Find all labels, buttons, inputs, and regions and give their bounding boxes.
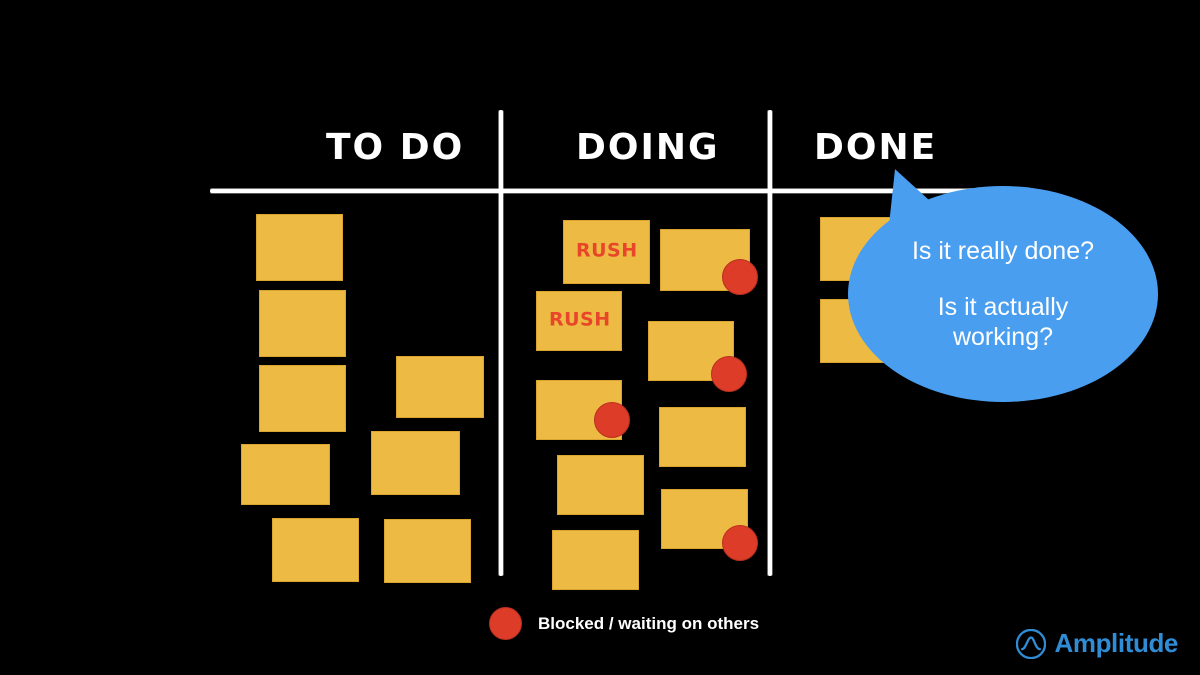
callout-question-2: Is it actually working? <box>937 293 1069 351</box>
sticky-card[interactable] <box>259 290 346 357</box>
rush-label: RUSH <box>576 239 638 262</box>
sticky-card[interactable] <box>259 365 346 432</box>
sticky-card[interactable]: RUSH <box>563 220 650 284</box>
callout-bubble-text: Is it really done? Is it actually workin… <box>848 186 1158 402</box>
column-header-done: DONE <box>814 127 938 168</box>
sticky-card[interactable] <box>396 356 484 418</box>
amplitude-branding: Amplitude <box>1016 628 1178 659</box>
sticky-card[interactable] <box>557 455 644 515</box>
sticky-card[interactable] <box>241 444 330 505</box>
sticky-card[interactable] <box>552 530 639 590</box>
callout-bubble: Is it really done? Is it actually workin… <box>848 186 1158 402</box>
blocked-dot-icon[interactable] <box>711 356 747 392</box>
legend-label: Blocked / waiting on others <box>538 613 760 633</box>
amplitude-logo-icon <box>1016 628 1047 659</box>
sticky-card[interactable] <box>371 431 460 495</box>
blocked-dot-icon[interactable] <box>722 525 758 561</box>
blocked-dot-icon <box>489 607 522 640</box>
board-header-rule <box>210 189 985 193</box>
column-header-todo: TO DO <box>326 127 465 168</box>
blocked-dot-icon[interactable] <box>594 402 630 438</box>
rush-label: RUSH <box>549 308 611 331</box>
sticky-card[interactable] <box>659 407 746 467</box>
amplitude-wordmark: Amplitude <box>1054 628 1178 658</box>
column-header-doing: DOING <box>576 127 720 168</box>
legend: Blocked / waiting on others <box>489 607 759 640</box>
board-divider-doing-done <box>768 110 772 576</box>
sticky-card[interactable] <box>256 214 343 281</box>
callout-question-1: Is it really done? <box>911 237 1095 265</box>
sticky-card[interactable]: RUSH <box>536 291 622 351</box>
blocked-dot-icon[interactable] <box>722 259 758 295</box>
sticky-card[interactable] <box>384 519 471 583</box>
board-divider-todo-doing <box>499 110 503 576</box>
sticky-card[interactable] <box>272 518 359 582</box>
